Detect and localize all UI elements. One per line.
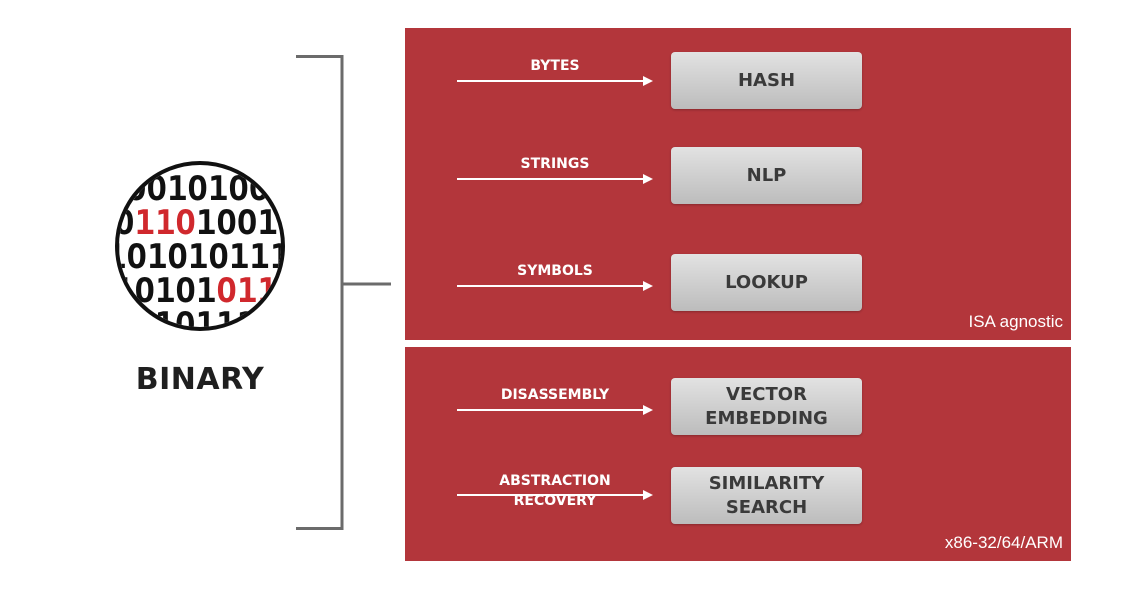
isa-note: ISA agnostic	[968, 312, 1063, 331]
isa-specific-panel: DISASSEMBLY VECTOR EMBEDDING ABSTRACTION…	[405, 347, 1071, 561]
binary-label: BINARY	[135, 362, 265, 397]
right-arrow-icon	[457, 76, 653, 86]
bracket	[296, 55, 391, 530]
input-label: ABSTRACTION RECOVERY	[499, 473, 611, 509]
isa-agnostic-panel: BYTES HASH STRINGS NLP SYMBOLS LOOKUP IS…	[405, 28, 1071, 340]
input-label: BYTES	[530, 58, 580, 74]
pipeline-row-abstraction-recovery: ABSTRACTION RECOVERY SIMILARITY SEARCH	[405, 467, 1071, 527]
binary-icon: OO1O1OO O11O1OO1O 1O1O1O111O1 1O1O1O1111…	[114, 161, 286, 331]
svg-text:1O1O1O111O1: 1O1O1O111O1	[114, 237, 286, 277]
input-label: DISASSEMBLY	[500, 387, 610, 403]
isa-note: x86-32/64/ARM	[944, 533, 1063, 552]
right-arrow-icon	[457, 281, 653, 291]
input-label: STRINGS	[520, 156, 590, 172]
pipeline-row-symbols: SYMBOLS LOOKUP	[405, 253, 1071, 313]
method-box-nlp: NLP	[671, 147, 862, 204]
method-box-vector-embedding: VECTOR EMBEDDING	[671, 378, 862, 435]
pipeline-row-disassembly: DISASSEMBLY VECTOR EMBEDDING	[405, 377, 1071, 437]
method-box-lookup: LOOKUP	[671, 254, 862, 311]
right-arrow-icon	[457, 490, 653, 500]
method-box-similarity-search: SIMILARITY SEARCH	[671, 467, 862, 524]
pipeline-row-bytes: BYTES HASH	[405, 51, 1071, 111]
svg-text:O11O1OO1O: O11O1OO1O	[114, 203, 286, 243]
input-label: SYMBOLS	[517, 263, 593, 279]
pipeline-row-strings: STRINGS NLP	[405, 146, 1071, 206]
right-arrow-icon	[457, 174, 653, 184]
method-box-hash: HASH	[671, 52, 862, 109]
right-arrow-icon	[457, 405, 653, 415]
